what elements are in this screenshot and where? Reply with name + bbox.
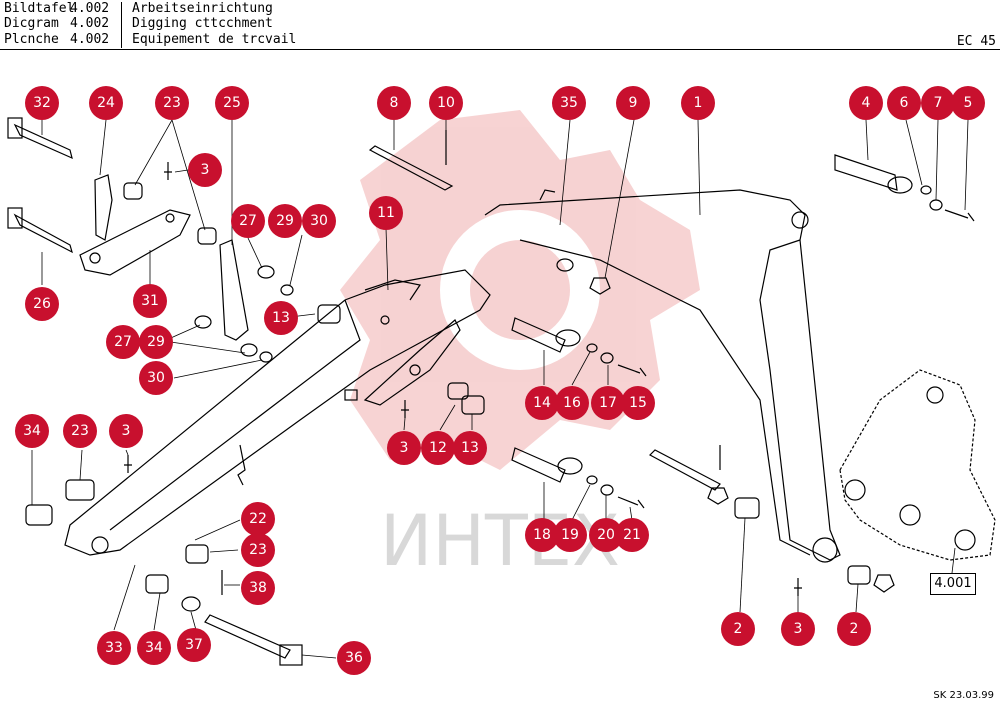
- callout-19: 19: [553, 518, 587, 552]
- callout-38: 38: [241, 571, 275, 605]
- callout-34: 34: [15, 414, 49, 448]
- callout-18: 18: [525, 518, 559, 552]
- callout-23: 23: [155, 86, 189, 120]
- row-label: Plcnche: [4, 32, 59, 47]
- header-rule: [0, 49, 1000, 50]
- drawing-date: SK 23.03.99: [933, 690, 994, 701]
- callout-36: 36: [337, 641, 371, 675]
- callout-7: 7: [921, 86, 955, 120]
- callout-3: 3: [781, 612, 815, 646]
- callout-26: 26: [25, 287, 59, 321]
- callout-23: 23: [63, 414, 97, 448]
- callout-8: 8: [377, 86, 411, 120]
- callout-17: 17: [591, 386, 625, 420]
- header-divider: [121, 2, 122, 48]
- callout-16: 16: [555, 386, 589, 420]
- parts-lines: [7, 117, 996, 666]
- callout-12: 12: [421, 431, 455, 465]
- callout-27: 27: [231, 204, 265, 238]
- callout-1: 1: [681, 86, 715, 120]
- description-fr: Equipement de trcvail: [132, 32, 297, 47]
- callout-11: 11: [369, 196, 403, 230]
- callout-3: 3: [109, 414, 143, 448]
- callout-2: 2: [721, 612, 755, 646]
- callout-27: 27: [106, 325, 140, 359]
- callout-3: 3: [188, 153, 222, 187]
- reference-diagram-box[interactable]: 4.001: [930, 573, 976, 595]
- description-de: Arbeitseinrichtung: [132, 1, 273, 16]
- callout-21: 21: [615, 518, 649, 552]
- callout-29: 29: [139, 325, 173, 359]
- watermark-logo: [340, 110, 700, 470]
- callout-9: 9: [616, 86, 650, 120]
- callout-14: 14: [525, 386, 559, 420]
- callout-33: 33: [97, 631, 131, 665]
- description-en: Digging cttcchment: [132, 16, 273, 31]
- callout-30: 30: [302, 204, 336, 238]
- callout-30: 30: [139, 361, 173, 395]
- callout-25: 25: [215, 86, 249, 120]
- diagram-number: 4.002: [70, 1, 110, 16]
- machine-model: EC 45: [956, 34, 996, 49]
- callout-3: 3: [387, 431, 421, 465]
- callout-13: 13: [264, 301, 298, 335]
- callout-24: 24: [89, 86, 123, 120]
- callout-34: 34: [137, 631, 171, 665]
- callout-10: 10: [429, 86, 463, 120]
- diagram-number: 4.002: [70, 16, 110, 31]
- row-label: Dicgram: [4, 16, 59, 31]
- callout-32: 32: [25, 86, 59, 120]
- callout-31: 31: [133, 284, 167, 318]
- callout-22: 22: [241, 502, 275, 536]
- callout-29: 29: [268, 204, 302, 238]
- callout-2: 2: [837, 612, 871, 646]
- callout-6: 6: [887, 86, 921, 120]
- diagram-number: 4.002: [70, 32, 110, 47]
- callout-5: 5: [951, 86, 985, 120]
- callout-15: 15: [621, 386, 655, 420]
- callout-13: 13: [453, 431, 487, 465]
- callout-23: 23: [241, 533, 275, 567]
- callout-37: 37: [177, 628, 211, 662]
- row-label: Bildtafel: [4, 1, 75, 16]
- callout-35: 35: [552, 86, 586, 120]
- callout-4: 4: [849, 86, 883, 120]
